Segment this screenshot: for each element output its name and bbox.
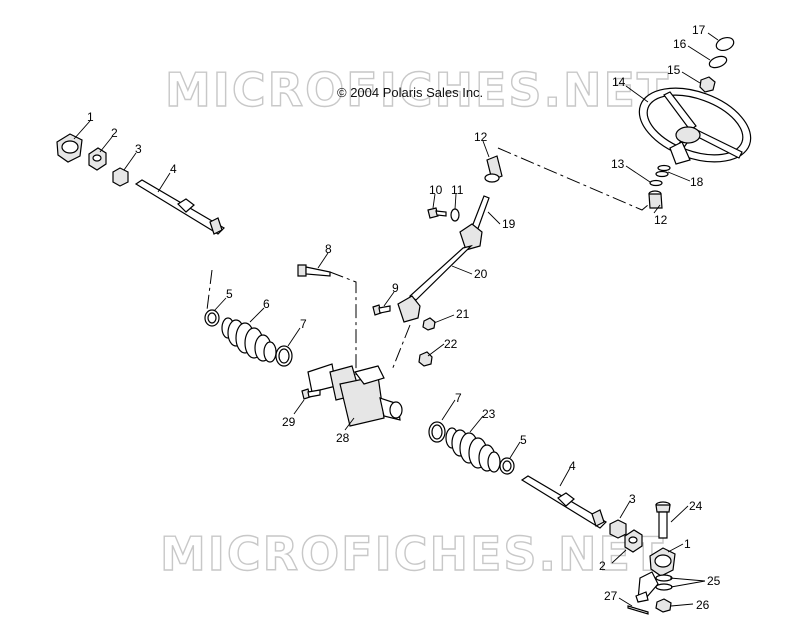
callout-12-lower: 12 bbox=[654, 213, 668, 227]
bolt-29 bbox=[301, 388, 321, 400]
callout-23: 23 bbox=[482, 407, 496, 421]
clamp-left bbox=[275, 345, 293, 367]
cap-17 bbox=[715, 36, 735, 52]
cap-ring-16 bbox=[708, 55, 728, 69]
clamp-ring-left bbox=[204, 309, 220, 327]
callout-10: 10 bbox=[429, 183, 443, 197]
rack-housing bbox=[307, 363, 403, 427]
bushing-lower bbox=[648, 190, 663, 209]
tie-rod-lower bbox=[520, 475, 607, 529]
bolt-10 bbox=[427, 207, 447, 219]
callout-7-left: 7 bbox=[300, 317, 307, 331]
wheel-nut bbox=[699, 76, 716, 93]
nut-lower bbox=[609, 519, 627, 539]
steering-shaft bbox=[397, 195, 490, 323]
washer-11 bbox=[450, 208, 460, 222]
collar-lower bbox=[624, 529, 643, 553]
nut-21 bbox=[422, 317, 436, 331]
steering-arm-bracket bbox=[635, 571, 659, 603]
long-bolt bbox=[297, 264, 331, 277]
washers-25 bbox=[655, 574, 673, 591]
ball-joint-lower bbox=[649, 547, 676, 577]
callout-11: 11 bbox=[451, 183, 464, 197]
bushing-upper bbox=[484, 155, 503, 183]
callout-9: 9 bbox=[392, 281, 399, 295]
washer-13 bbox=[649, 179, 663, 187]
callout-5-left: 5 bbox=[226, 287, 233, 301]
watermark-top: MICROFICHES.NET bbox=[165, 63, 670, 117]
callout-27: 27 bbox=[604, 589, 618, 603]
boot-left bbox=[221, 317, 277, 363]
callout-2-upper: 2 bbox=[111, 126, 118, 140]
washer-18 bbox=[655, 164, 671, 178]
ball-joint-upper bbox=[56, 133, 83, 163]
clamp-right bbox=[428, 421, 446, 443]
cotter-pin bbox=[627, 605, 649, 615]
callout-24: 24 bbox=[689, 499, 703, 513]
copyright-text: © 2004 Polaris Sales Inc. bbox=[337, 85, 483, 100]
callout-1-lower: 1 bbox=[684, 537, 691, 551]
callout-19: 19 bbox=[502, 217, 516, 231]
nut-26 bbox=[655, 598, 672, 613]
callout-17: 17 bbox=[692, 23, 706, 37]
callout-29: 29 bbox=[282, 415, 296, 429]
callout-18: 18 bbox=[690, 175, 704, 189]
callout-5-right: 5 bbox=[520, 433, 527, 447]
callout-20: 20 bbox=[474, 267, 488, 281]
callout-7-right: 7 bbox=[455, 391, 462, 405]
callout-25: 25 bbox=[707, 574, 721, 588]
callout-26: 26 bbox=[696, 598, 710, 612]
assembly-lines bbox=[206, 147, 655, 375]
callout-16: 16 bbox=[673, 37, 687, 51]
callout-15: 15 bbox=[667, 63, 681, 77]
callout-4-lower: 4 bbox=[569, 459, 576, 473]
tie-rod-upper bbox=[134, 179, 225, 235]
callout-28: 28 bbox=[336, 431, 350, 445]
nut-upper bbox=[112, 167, 129, 187]
callout-3-lower: 3 bbox=[629, 492, 636, 506]
leader-lines bbox=[73, 32, 719, 607]
callout-22: 22 bbox=[444, 337, 458, 351]
callout-13: 13 bbox=[611, 157, 625, 171]
watermark-bottom: MICROFICHES.NET bbox=[160, 527, 665, 581]
bolt-24 bbox=[655, 501, 671, 539]
callout-4-upper: 4 bbox=[170, 162, 177, 176]
callout-6: 6 bbox=[263, 297, 270, 311]
callout-3-upper: 3 bbox=[135, 142, 142, 156]
callout-8: 8 bbox=[325, 242, 332, 256]
small-bolt-9 bbox=[372, 304, 391, 316]
callout-2-lower: 2 bbox=[599, 559, 606, 573]
callout-1-upper: 1 bbox=[87, 110, 94, 124]
steering-wheel bbox=[638, 87, 752, 165]
collar-upper bbox=[88, 147, 107, 171]
callout-12-upper: 12 bbox=[474, 130, 488, 144]
callout-14: 14 bbox=[612, 75, 626, 89]
callout-numbers: 1 2 3 4 5 6 7 8 9 10 11 12 12 13 14 15 1… bbox=[87, 23, 721, 612]
boot-right bbox=[445, 427, 501, 473]
callout-21: 21 bbox=[456, 307, 470, 321]
clamp-ring-right bbox=[499, 457, 515, 475]
